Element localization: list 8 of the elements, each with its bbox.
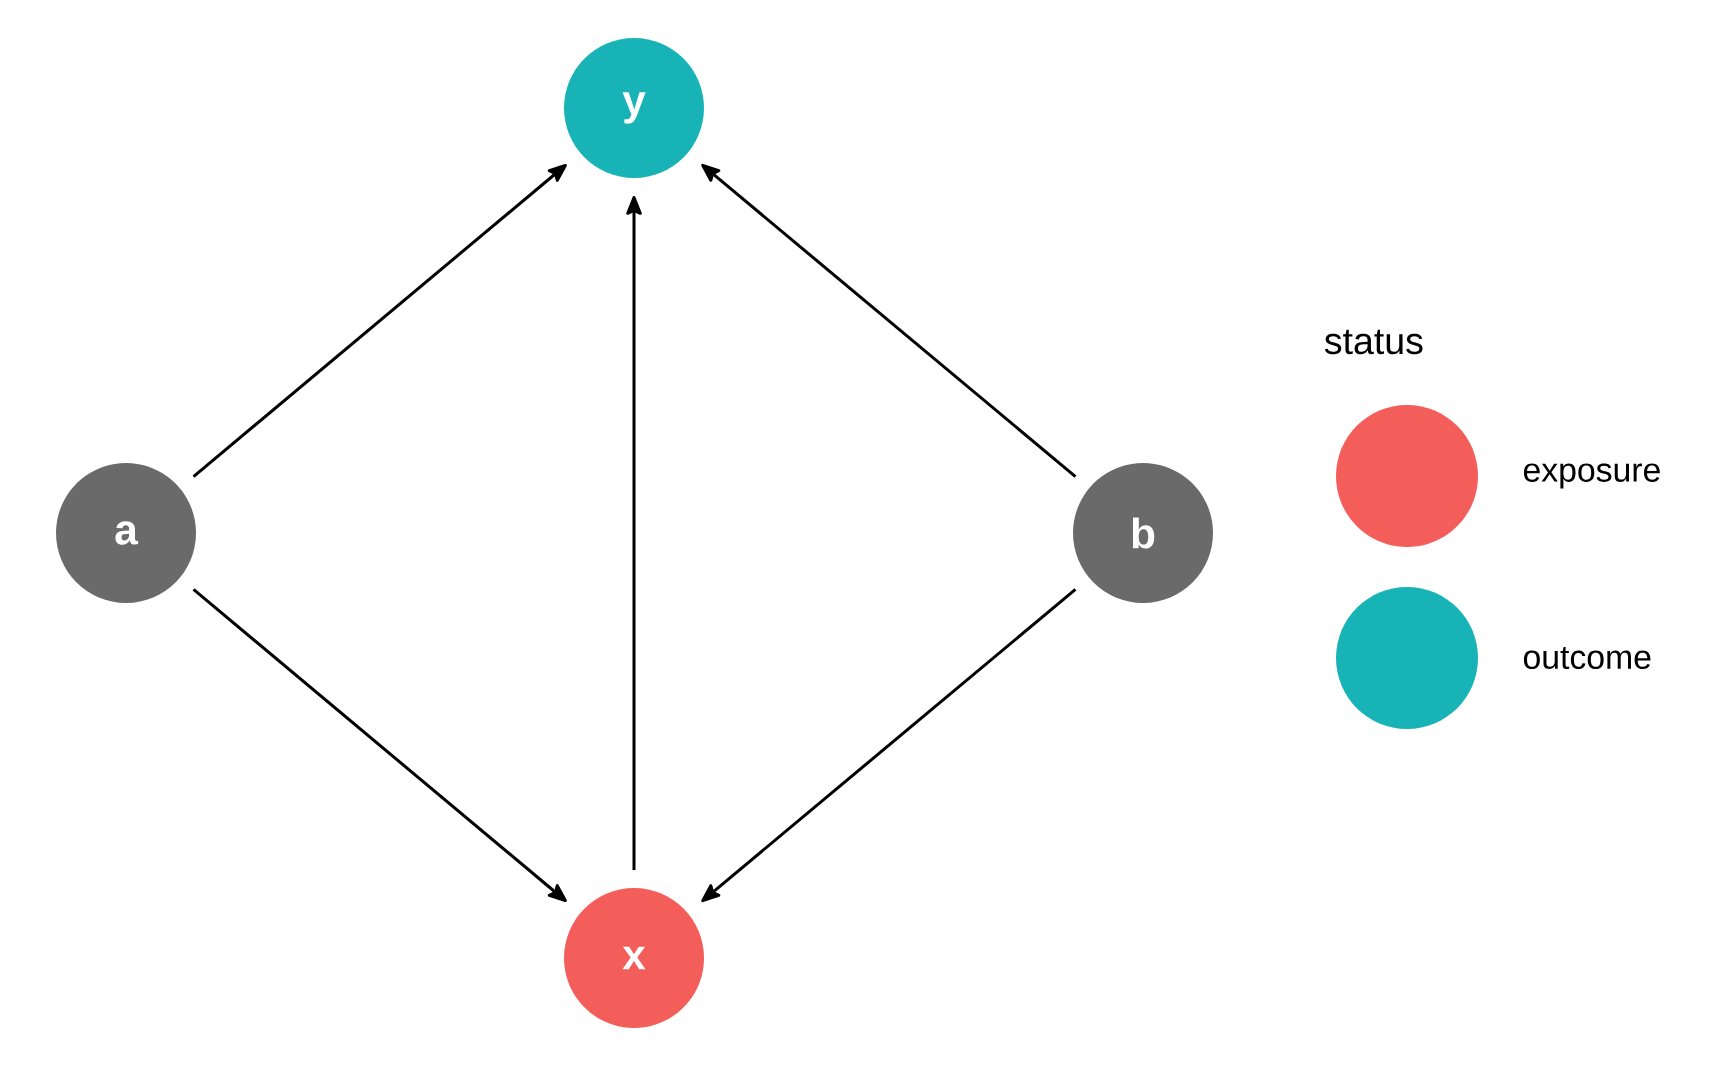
arrow [701,163,1077,478]
legend-label: outcome [1523,646,1651,670]
legend-label: exposure [1523,463,1660,489]
arrow [626,196,642,870]
arrow [701,588,1077,903]
arrow [192,163,567,478]
arrow [192,588,567,903]
legend-title: status [1324,329,1423,355]
